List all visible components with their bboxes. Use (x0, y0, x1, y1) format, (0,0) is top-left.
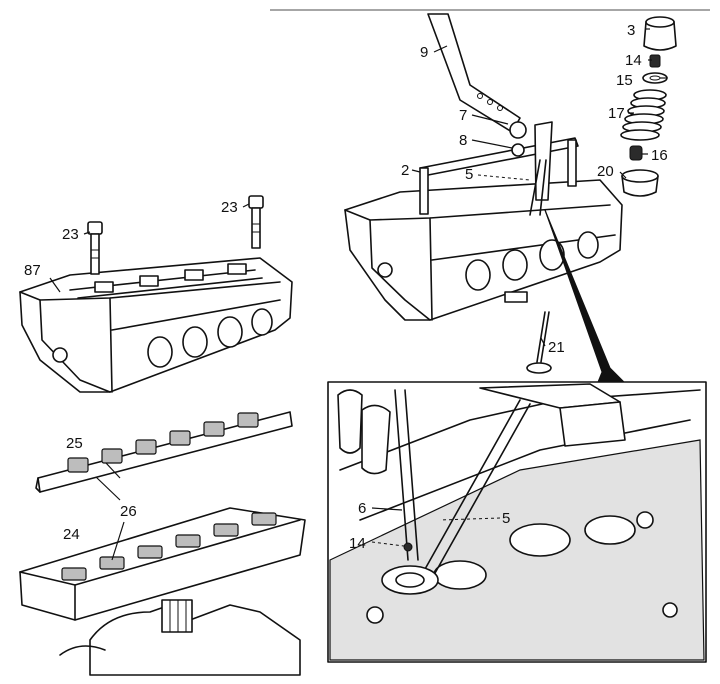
callout-24: 24 (63, 526, 80, 543)
callout-6: 6 (358, 500, 366, 517)
vise-and-hand (59, 599, 301, 676)
leader-lines (49, 28, 667, 561)
base-plate-24 (19, 507, 306, 621)
callout-9: 9 (420, 44, 428, 61)
callout-16: 16 (651, 147, 668, 164)
callout-26: 26 (120, 503, 137, 520)
tappet-carrier-25 (35, 411, 293, 493)
valve-spring-compressor-tool (419, 13, 579, 216)
detail-pointer (544, 209, 626, 383)
callout-23-left: 23 (62, 226, 79, 243)
bolt-right (248, 195, 264, 249)
callout-14-detail: 14 (349, 535, 366, 552)
callout-2: 2 (401, 162, 409, 179)
bolt-left (87, 221, 103, 275)
callout-labels: 3 14 15 17 16 20 9 7 8 2 5 21 23 23 87 2… (24, 22, 668, 552)
valve-spring (620, 89, 667, 141)
cylinder-head-right (344, 179, 623, 321)
callout-5-detail: 5 (502, 510, 510, 527)
callout-5-top: 5 (465, 166, 473, 183)
callout-87: 87 (24, 262, 41, 279)
callout-15: 15 (616, 72, 633, 89)
valve-21 (526, 311, 552, 374)
callout-23-right: 23 (221, 199, 238, 216)
cylinder-head-left (19, 257, 293, 393)
callout-25: 25 (66, 435, 83, 452)
callout-14-top: 14 (625, 52, 642, 69)
callout-21: 21 (548, 339, 565, 356)
valve-parts-stack (620, 16, 677, 197)
callout-8: 8 (459, 132, 467, 149)
callout-7: 7 (459, 107, 467, 124)
callout-20: 20 (597, 163, 614, 180)
callout-17: 17 (608, 105, 625, 122)
callout-3: 3 (627, 22, 635, 39)
detail-inset (327, 381, 707, 663)
